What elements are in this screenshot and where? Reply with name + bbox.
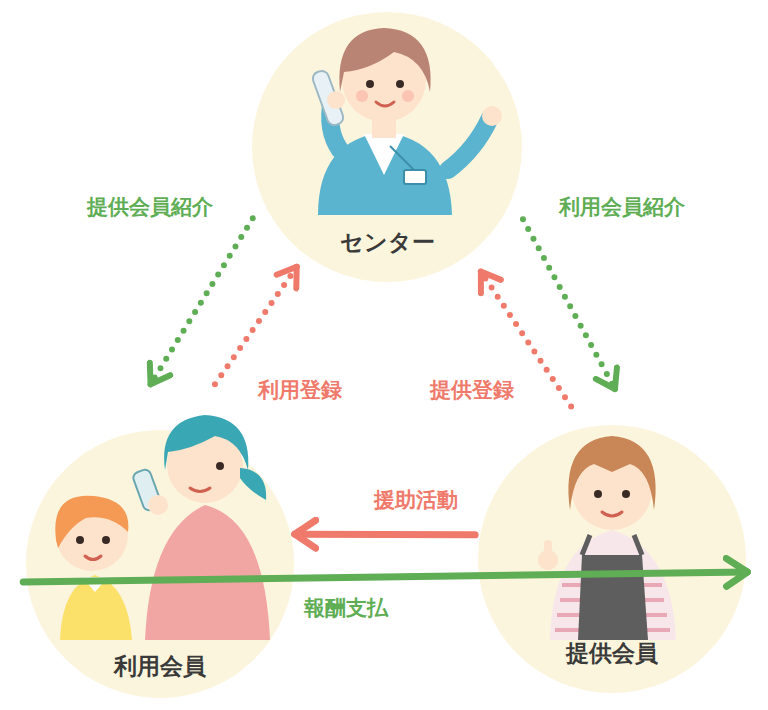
node-label: 利用会員 [26, 651, 294, 682]
dotted-arrow [523, 219, 615, 389]
member-circle: 提供会員 [478, 425, 746, 693]
solid-arrow [295, 531, 475, 539]
member-circle: センター [252, 12, 522, 282]
edge-label: 利用登録 [258, 376, 342, 404]
dotted-arrow [151, 218, 253, 384]
edge-label: 援助活動 [374, 486, 458, 514]
arrow-head [481, 272, 482, 274]
edge-label: 提供会員紹介 [87, 193, 213, 221]
arrow-head [151, 383, 152, 385]
member-circle: 利用会員 [26, 430, 294, 698]
arrow-head [611, 387, 618, 389]
arrow-head [296, 267, 297, 269]
edge-label: 報酬支払 [304, 594, 388, 622]
dotted-arrow [215, 267, 297, 384]
node-label: 提供会員 [478, 638, 746, 669]
node-label: センター [252, 227, 522, 258]
edge-label: 利用会員紹介 [559, 193, 685, 221]
edge-label: 提供登録 [430, 376, 514, 404]
